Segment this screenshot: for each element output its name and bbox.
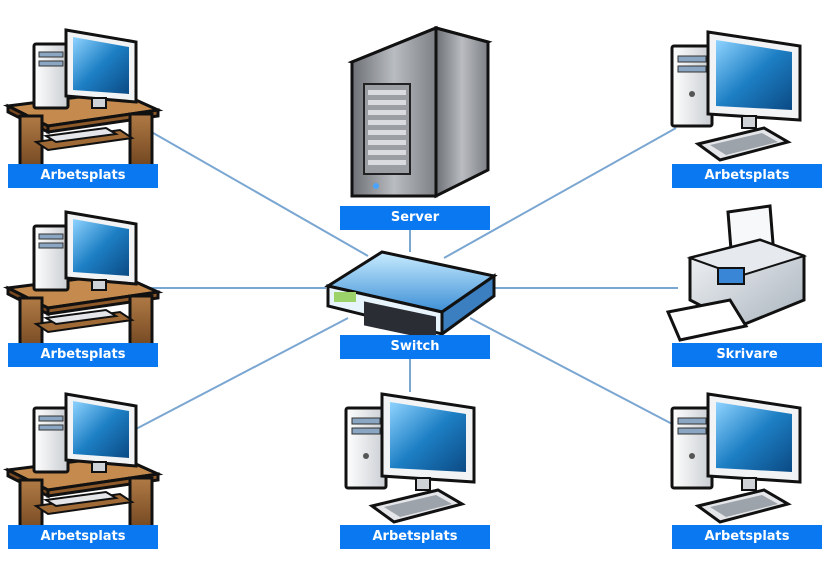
workstation-desk-icon bbox=[6, 392, 160, 540]
link-ws-top-right bbox=[443, 127, 677, 259]
link-ws-bottom-left bbox=[133, 317, 349, 431]
link-ws-bottom-right bbox=[469, 317, 677, 427]
workstation-desk-icon bbox=[6, 210, 160, 358]
network-switch-icon bbox=[324, 250, 498, 341]
workstation-desk-icon bbox=[6, 28, 160, 176]
label-ws-top-right: Arbetsplats bbox=[672, 164, 822, 188]
label-ws-top-left: Arbetsplats bbox=[8, 164, 158, 188]
label-ws-mid-left: Arbetsplats bbox=[8, 343, 158, 367]
link-ws-top-left bbox=[147, 129, 369, 257]
label-ws-bottom-center: Arbetsplats bbox=[340, 525, 490, 549]
desktop-computer-icon bbox=[670, 392, 802, 524]
label-printer: Skrivare bbox=[672, 343, 822, 367]
desktop-computer-icon bbox=[670, 30, 802, 162]
label-switch: Switch bbox=[340, 335, 490, 359]
label-server: Server bbox=[340, 206, 490, 230]
connection-lines bbox=[133, 127, 678, 431]
printer-icon bbox=[665, 204, 808, 342]
server-tower-icon bbox=[347, 25, 493, 199]
label-ws-bottom-left: Arbetsplats bbox=[8, 525, 158, 549]
desktop-computer-icon bbox=[344, 392, 476, 524]
label-ws-bottom-right: Arbetsplats bbox=[672, 525, 822, 549]
